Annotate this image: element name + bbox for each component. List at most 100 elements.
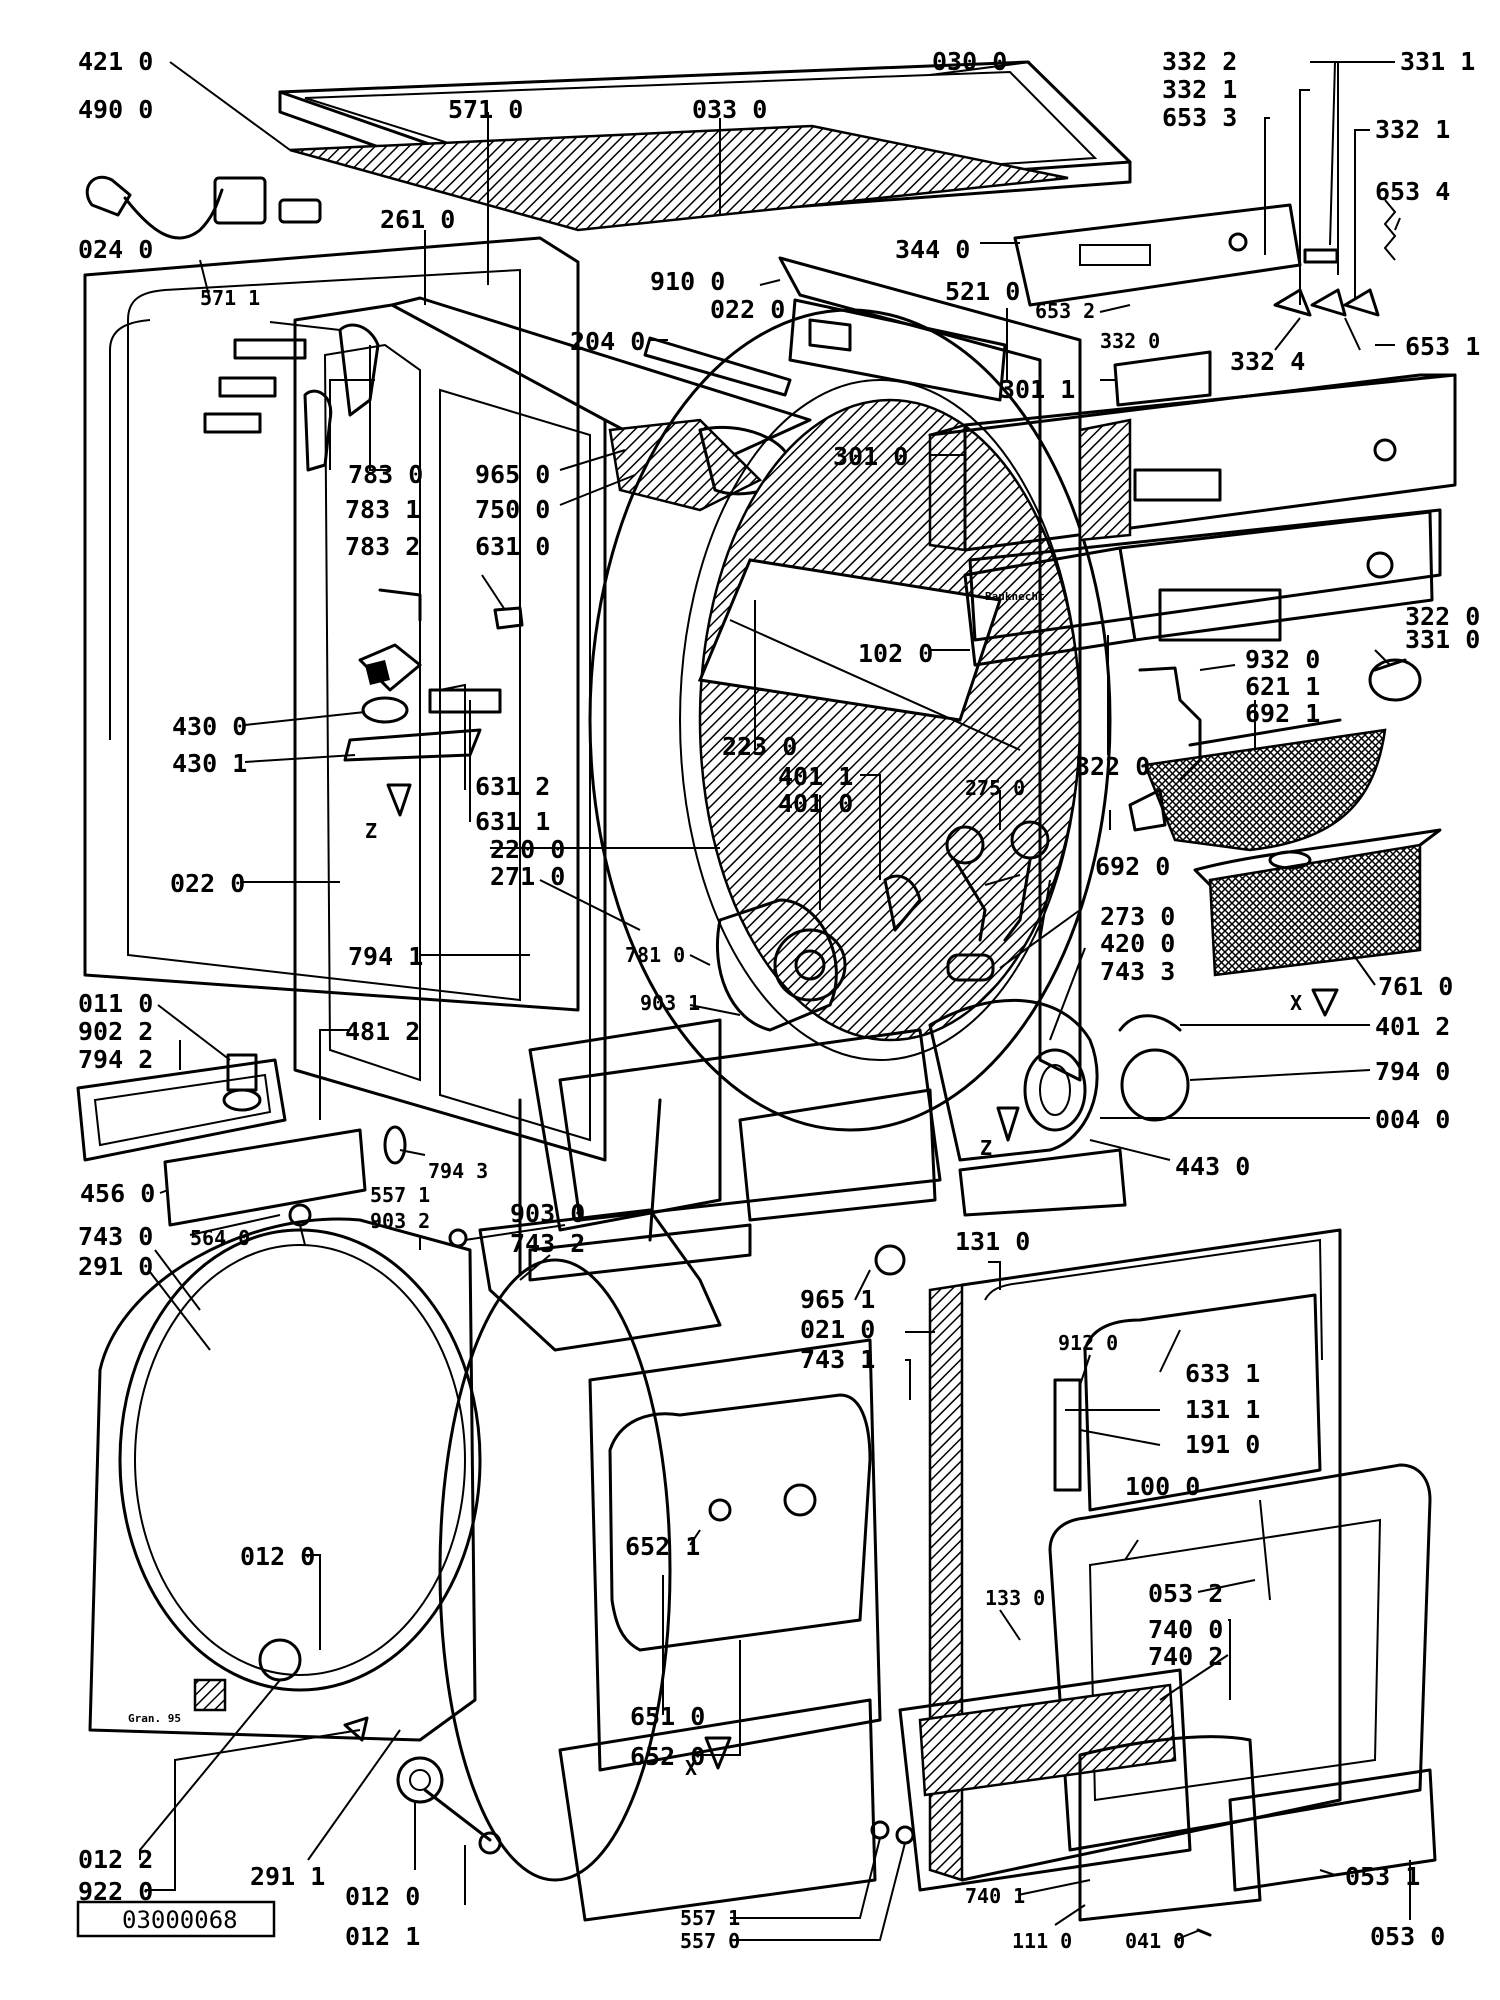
- callout-label: 024 0: [78, 235, 153, 264]
- callout-label: 102 0: [858, 639, 933, 668]
- callout-label: 301 0: [833, 442, 908, 471]
- callout-label: 912 0: [1058, 1331, 1118, 1355]
- leader-lines: [139, 61, 1411, 1941]
- callout-label: 571 1: [200, 286, 260, 310]
- callout-label: 692 0: [1095, 852, 1170, 881]
- callout-label: 571 0: [448, 95, 523, 124]
- callout-label: 421 0: [78, 47, 153, 76]
- callout-label: 910 0: [650, 267, 725, 296]
- callout-label: 022 0: [710, 295, 785, 324]
- callout-label: 902 2: [78, 1017, 153, 1046]
- callout-label: 220 0: [490, 835, 565, 864]
- upper-frame: [390, 296, 812, 512]
- callout-label: 041 0: [1125, 1929, 1185, 1953]
- arrow-x-1: [1311, 988, 1339, 1017]
- filter-cover: [1193, 828, 1442, 977]
- callout-label: 631 2: [475, 772, 550, 801]
- callout-label: 651 0: [630, 1702, 705, 1731]
- callout-label: 794 3: [428, 1159, 488, 1183]
- callout-label: 903 0: [510, 1199, 585, 1228]
- callout-label: 273 0: [1100, 902, 1175, 931]
- callout-label: 012 2: [78, 1845, 153, 1874]
- callout-label: 275 0: [965, 776, 1025, 800]
- marker-label: Z: [365, 819, 377, 843]
- callout-label: 261 0: [380, 205, 455, 234]
- parts-layer: [76, 60, 1457, 1937]
- callout-label: 481 2: [345, 1017, 420, 1046]
- callout-label: 420 0: [1100, 929, 1175, 958]
- callout-label: 133 0: [985, 1586, 1045, 1610]
- callout-label: 743 1: [800, 1345, 875, 1374]
- rear-panel: [83, 236, 580, 1012]
- callout-label: 022 0: [170, 869, 245, 898]
- front-bearing-shield: [438, 1258, 882, 1922]
- callout-label: 903 2: [370, 1209, 430, 1233]
- drum: [588, 308, 1112, 1132]
- callout-label: 430 1: [172, 749, 247, 778]
- callout-label: 740 1: [965, 1884, 1025, 1908]
- rear-bearing-shield: [88, 1217, 482, 1742]
- callout-label: 557 0: [680, 1929, 740, 1953]
- callout-label: 332 1: [1375, 115, 1450, 144]
- callout-label: 331 1: [1400, 47, 1475, 76]
- side-panel-left: [293, 303, 607, 1162]
- door-lever: [1138, 666, 1202, 782]
- model-label: Gran. 95: [128, 1712, 181, 1725]
- callout-label: 652 1: [625, 1532, 700, 1561]
- drive-motor: [715, 874, 922, 1032]
- control-console: [928, 373, 1457, 642]
- marker-label: X: [1290, 991, 1302, 1015]
- callout-label: 965 1: [800, 1285, 875, 1314]
- callout-label: 932 0: [1245, 645, 1320, 674]
- callout-label: 012 0: [345, 1882, 420, 1911]
- power-cord: [85, 175, 322, 240]
- callout-label: 653 4: [1375, 177, 1450, 206]
- callout-label: 653 1: [1405, 332, 1480, 361]
- callout-label: 564 0: [190, 1226, 250, 1250]
- callout-label: 430 0: [172, 712, 247, 741]
- callout-label: 794 2: [78, 1045, 153, 1074]
- lint-drawer: [898, 1668, 1437, 1922]
- callout-label: 131 0: [955, 1227, 1030, 1256]
- callout-label: 331 0: [1405, 625, 1480, 654]
- callout-label: 783 2: [345, 532, 420, 561]
- callout-label: 521 0: [945, 277, 1020, 306]
- callout-labels: 421 0 490 0 024 0 571 0 033 0 030 0 332 …: [78, 47, 1480, 1953]
- callout-label: 291 0: [78, 1252, 153, 1281]
- callout-label: 053 2: [1148, 1579, 1223, 1608]
- callout-label: 557 1: [370, 1183, 430, 1207]
- callout-label: 401 2: [1375, 1012, 1450, 1041]
- callout-label: 631 0: [475, 532, 550, 561]
- trim-panel: [76, 1058, 287, 1162]
- display-bracket: [1113, 350, 1212, 407]
- callout-label: 053 0: [1370, 1922, 1445, 1951]
- callout-label: 332 4: [1230, 347, 1305, 376]
- arrow-x-2: [704, 1736, 732, 1770]
- callout-label: 204 0: [570, 327, 645, 356]
- callout-label: 191 0: [1185, 1430, 1260, 1459]
- arrow-z-2: [996, 1106, 1020, 1142]
- seal-794-3: [383, 1125, 407, 1165]
- callout-label: 004 0: [1375, 1105, 1450, 1134]
- callout-label: 456 0: [80, 1179, 155, 1208]
- callout-label: 011 0: [78, 989, 153, 1018]
- callout-label: 053 1: [1345, 1862, 1420, 1891]
- callout-label: 332 2: [1162, 47, 1237, 76]
- support-rollers: [396, 1756, 502, 1855]
- callout-label: 653 3: [1162, 103, 1237, 132]
- callout-label: 332 1: [1162, 75, 1237, 104]
- gasket-ring: [1120, 1048, 1190, 1122]
- fascia-panel: [963, 510, 1434, 667]
- callout-label: 743 2: [510, 1229, 585, 1258]
- base-air-duct: [518, 1018, 942, 1282]
- callout-label: 291 1: [250, 1862, 325, 1891]
- callout-label: 401 0: [778, 789, 853, 818]
- callout-label: 740 2: [1148, 1642, 1223, 1671]
- callout-label: 794 1: [348, 942, 423, 971]
- belt-tensioner: [945, 820, 1050, 942]
- callout-label: 301 1: [1000, 375, 1075, 404]
- callout-label: 322 0: [1075, 752, 1150, 781]
- callout-label: 033 0: [692, 95, 767, 124]
- fan-housing: [928, 998, 1127, 1217]
